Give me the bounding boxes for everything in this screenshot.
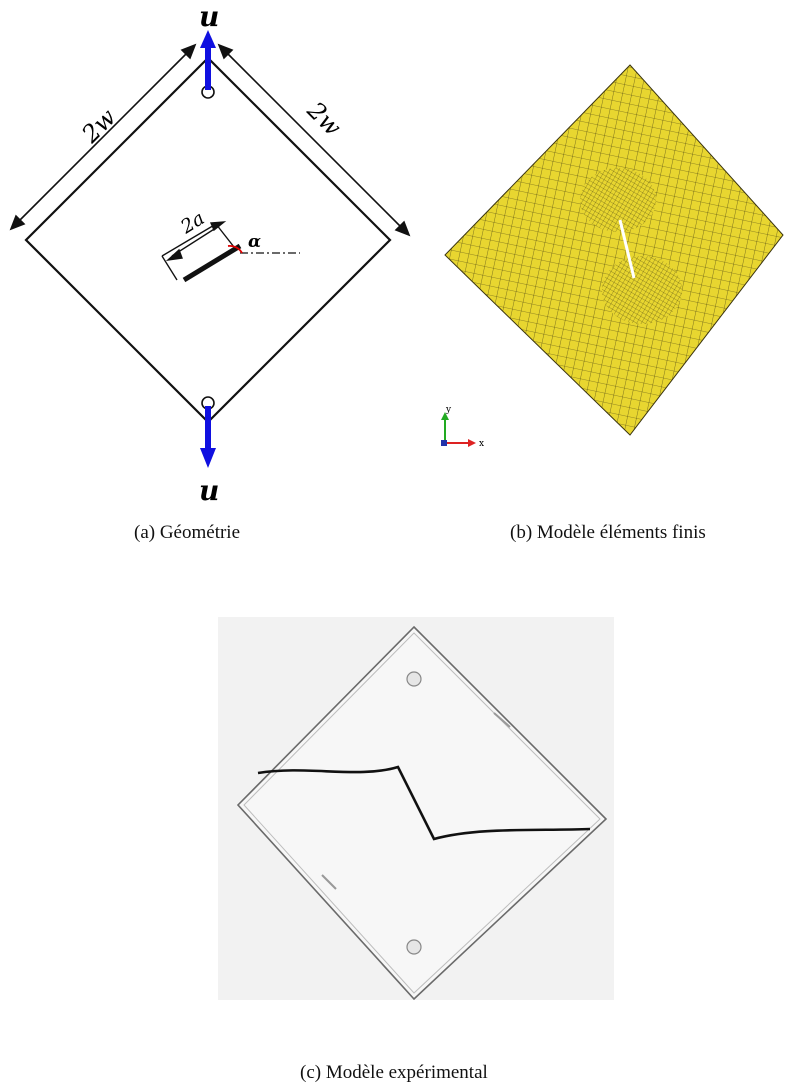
left-side-label: 2w (76, 103, 122, 149)
angle-label: α (248, 232, 261, 252)
angle-arc (227, 245, 243, 254)
mesh-plate (444, 64, 784, 436)
geometry-diagram: 2w 2w 2a α u u (9, 0, 411, 507)
crack-line (182, 243, 242, 283)
fracture-path (257, 765, 591, 841)
experimental-photo (218, 617, 614, 1000)
axis-x-label: x (479, 439, 484, 449)
crack-length-arrow (161, 221, 235, 281)
bottom-hole (406, 939, 422, 955)
caption-a: (a) Géométrie (134, 522, 241, 543)
top-load-arrow (200, 30, 216, 90)
axis-triad (441, 412, 476, 447)
right-dimension-arrow (217, 43, 411, 237)
bottom-load-arrow (200, 406, 216, 468)
crack-length-label: 2a (176, 207, 208, 239)
caption-c: (c) Modèle expérimental (300, 1062, 488, 1083)
marker-bottom (321, 874, 337, 890)
caption-b: (b) Modèle éléments finis (510, 522, 706, 543)
left-dimension-arrow (9, 43, 197, 231)
axis-y-label: y (445, 405, 452, 415)
marker-top (493, 712, 511, 728)
fem-mesh-diagram: y x (441, 64, 784, 449)
mesh-crack (618, 219, 636, 279)
bottom-load-label: u (199, 474, 219, 507)
top-load-label: u (199, 0, 219, 33)
top-hole (406, 671, 422, 687)
